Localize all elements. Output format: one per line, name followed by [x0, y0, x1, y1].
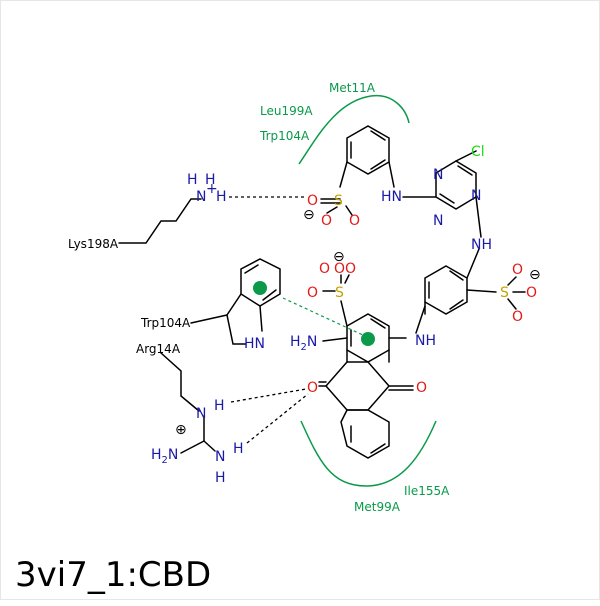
- atom-triazine-n2: N: [471, 188, 481, 204]
- atom-triazine-n1: N: [433, 167, 443, 183]
- bond-nh2-ring: [466, 248, 480, 279]
- atom-s1-o3: O: [321, 213, 332, 229]
- atom-s3: S: [500, 285, 509, 301]
- arg-nh-n: N: [215, 449, 225, 465]
- nh2-sub: 2: [301, 342, 307, 353]
- residue-leu199: Leu199A: [260, 104, 313, 118]
- atom-s2-o2: O: [345, 261, 356, 277]
- pi-centroid-ligand: [361, 332, 375, 346]
- arg-n-epsilon: N: [196, 406, 206, 422]
- atom-s3-o1: O: [512, 262, 523, 278]
- bond-ring-nh3: [415, 305, 426, 334]
- svg-text:H2N: H2N: [290, 334, 317, 353]
- atom-s1-o2: O: [349, 213, 360, 229]
- pi-centroid-trp: [253, 281, 267, 295]
- nh2-n: N: [307, 334, 317, 350]
- residue-met99: Met99A: [354, 500, 401, 514]
- atom-s2-o4: O: [319, 261, 330, 277]
- arg-nh2: H2N: [151, 447, 178, 466]
- bond-triazine-cl: [455, 150, 477, 162]
- right-benzene-ring: [424, 265, 468, 315]
- anthraquinone-lower-ring: [340, 409, 390, 459]
- arg14-chain: [160, 352, 200, 412]
- atom-s2: S: [335, 285, 344, 301]
- lys-h2: H: [205, 172, 216, 188]
- anthraquinone-middle-ring: [325, 361, 390, 411]
- lys-h3: H: [216, 189, 227, 205]
- diagram-title: 3vi7_1:CBD: [15, 555, 211, 595]
- triazine-ring: [435, 160, 477, 210]
- residue-ile155: Ile155A: [404, 484, 450, 498]
- atom-s3-o3: O: [512, 309, 523, 325]
- residue-arg14: Arg14A: [136, 342, 181, 356]
- trp104-indole: [190, 258, 281, 345]
- hydrophobic-arc-top: [298, 94, 410, 165]
- arg-nh-h1: H: [233, 441, 244, 457]
- arg-nh2-h: H: [151, 447, 162, 463]
- residue-lys198: Lys198A: [68, 237, 119, 251]
- atom-nh-right: NH: [471, 237, 492, 253]
- top-benzene-ring: [346, 125, 390, 175]
- svg-text:H2N: H2N: [151, 447, 178, 466]
- atom-s1-o1: O: [307, 193, 318, 209]
- atom-nh-top: HN: [381, 189, 402, 205]
- residue-trp104: Trp104A: [140, 316, 191, 330]
- atom-nh2-anthra: H2N: [290, 334, 317, 353]
- arg-c-nh2: [180, 440, 205, 454]
- atom-s3-o2: O: [526, 285, 537, 301]
- atom-s2-o3: O: [307, 285, 318, 301]
- bond-ring-nh1: [388, 161, 395, 188]
- bond-s1-o2: [345, 205, 353, 216]
- atom-triazine-n3: N: [433, 213, 443, 229]
- trp-hn: HN: [244, 336, 265, 352]
- charge-s1: ⊖: [303, 207, 315, 223]
- arg-charge: ⊕: [175, 422, 187, 438]
- bond-s2-o2: [344, 274, 350, 284]
- hydrophobic-arc-bottom: [300, 420, 437, 487]
- arg-h-epsilon: H: [214, 398, 225, 414]
- bond-s3-o1: [507, 276, 517, 286]
- arg-nh2-n: N: [168, 447, 178, 463]
- hbond-arg-o2: [246, 393, 309, 444]
- atom-carbonyl-o2: O: [416, 380, 427, 396]
- charge-s3: ⊖: [529, 267, 541, 283]
- atom-s2-o1: O: [334, 261, 345, 277]
- charge-s2: ⊖: [333, 249, 345, 265]
- atom-carbonyl-o1: O: [307, 380, 318, 396]
- lys-h1: H: [187, 172, 198, 188]
- bond-s3-o3: [507, 298, 517, 310]
- bond-ring-s2: [340, 300, 348, 327]
- bond-ring-s1: [339, 161, 348, 188]
- pi-stack-line: [282, 297, 366, 337]
- atom-nh-anthra: NH: [415, 333, 436, 349]
- bond-ring-s3: [466, 289, 497, 293]
- atom-chlorine: Cl: [471, 144, 485, 160]
- residue-met11: Met11A: [329, 81, 376, 95]
- arg-c-nh: [203, 440, 216, 452]
- lys-n: N: [196, 189, 206, 205]
- nh2-h: H: [290, 334, 301, 350]
- atom-s1: S: [334, 193, 343, 209]
- lys-plus: +: [206, 181, 218, 197]
- hbond-arg-o1: [230, 388, 307, 403]
- residue-trp104-hydrophobic: Trp104A: [259, 129, 310, 143]
- bond-ring-nh2: [322, 337, 348, 342]
- lys198-chain: [118, 198, 202, 244]
- bond-s1-o3: [326, 206, 338, 214]
- arg-nh2-sub: 2: [162, 455, 168, 466]
- arg-nh-h2: H: [215, 470, 226, 486]
- bond-triazine-nh2: [475, 196, 482, 238]
